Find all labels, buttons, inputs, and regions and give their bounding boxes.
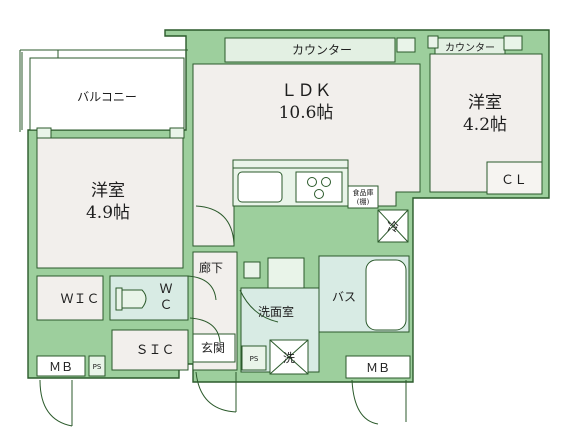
ldk-name: ＬＤＫ (281, 81, 332, 101)
refrigerator-label: 冷 (387, 220, 399, 234)
hallway-label: 廊下 (199, 260, 223, 275)
sic-label: ＳＩＣ (135, 343, 174, 358)
bathtub (365, 259, 407, 331)
closet-cl (486, 161, 543, 195)
counter-main-label: カウンター (292, 43, 352, 57)
mb-right-label: ＭＢ (366, 361, 390, 375)
western-left-name: 洋室 (91, 181, 125, 201)
ldk-size: 10.6帖 (279, 103, 334, 123)
food-storage (347, 185, 379, 209)
wc-label-2: Ｃ (159, 298, 172, 313)
wic-label: ＷＩＣ (60, 292, 99, 307)
bath-label: バス (332, 290, 356, 304)
mb-left-box (36, 355, 86, 377)
vanity (267, 257, 305, 289)
western-right-size: 4.2帖 (463, 115, 507, 135)
kitchen-backsplash (232, 159, 349, 169)
ps-left-label: PS (93, 363, 102, 371)
wc-label-1: Ｗ (159, 282, 172, 297)
entrance-floor (192, 333, 236, 363)
food-storage-label-1: 食品庫 (353, 188, 374, 197)
kitchen-sink (237, 171, 283, 203)
western-room-left-floor (36, 137, 184, 269)
ps-right-label: PS (250, 355, 259, 363)
mb-right-box (345, 355, 411, 379)
counter-right-label: カウンター (445, 42, 495, 54)
food-storage-label-2: (棚) (357, 197, 370, 206)
washer-label: 洗 (283, 351, 295, 365)
entrance-label: 玄関 (201, 340, 225, 355)
western-right-name: 洋室 (468, 93, 502, 113)
balcony-area (29, 57, 185, 131)
wic-floor (36, 275, 104, 321)
stove (295, 171, 343, 203)
western-left-size: 4.9帖 (86, 203, 130, 223)
counter-strip (224, 37, 396, 63)
balcony-label: バルコニー (77, 90, 137, 104)
closet-label: ＣＬ (501, 173, 527, 188)
sic-floor (111, 329, 189, 371)
washroom-label: 洗面室 (258, 304, 294, 319)
mb-left-label: ＭＢ (49, 360, 73, 374)
